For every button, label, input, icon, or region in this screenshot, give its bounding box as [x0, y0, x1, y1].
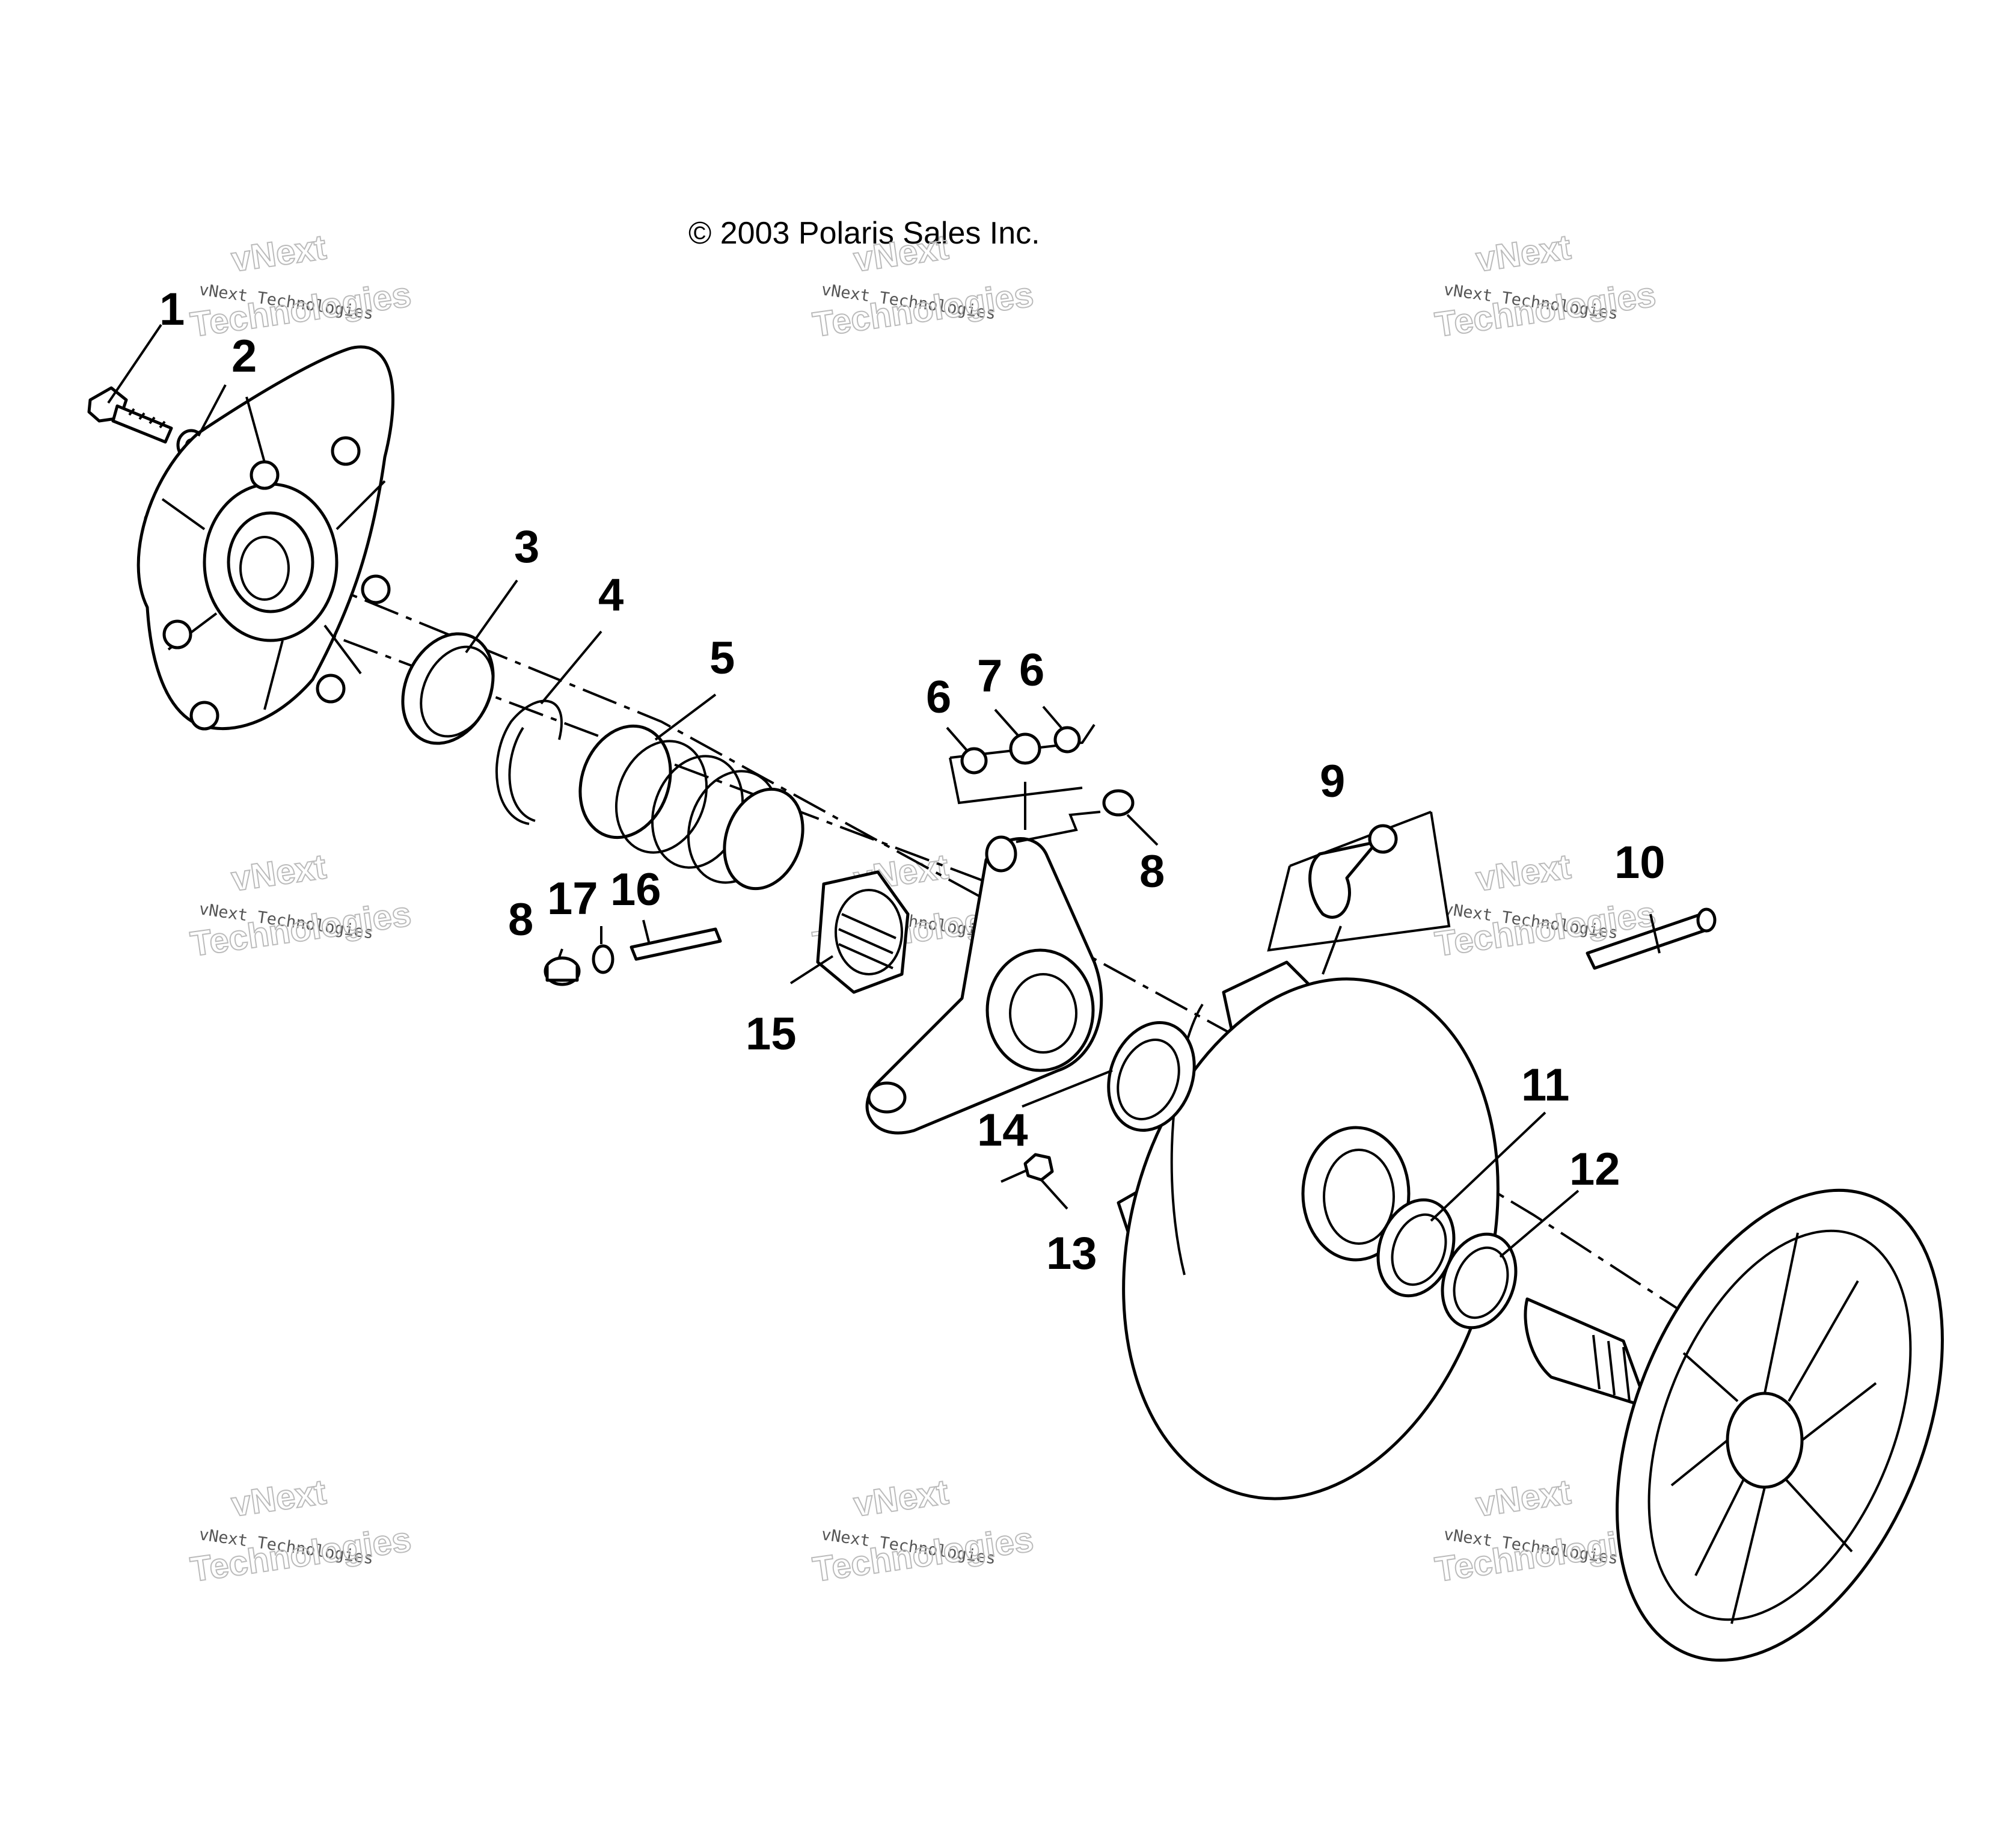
- callout-14: 14: [977, 1105, 1028, 1156]
- callout-15: 15: [746, 1008, 797, 1060]
- snap-ring-part: [495, 699, 563, 825]
- callout-2: 2: [231, 331, 257, 382]
- callout-5: 5: [709, 633, 735, 684]
- copyright-text: © 2003 Polaris Sales Inc.: [688, 216, 1040, 251]
- washer-12-part: [1441, 1232, 1518, 1330]
- watermark-brand: vNext: [229, 1472, 328, 1524]
- bolt-part: [87, 386, 173, 444]
- bushing-part: [401, 632, 495, 745]
- callout-6-left: 6: [926, 672, 951, 723]
- nut-part: [1023, 1153, 1054, 1182]
- callout-8-right: 8: [1139, 846, 1165, 897]
- callout-3: 3: [514, 521, 539, 573]
- callout-8-left: 8: [508, 894, 533, 945]
- cam-part: [816, 870, 910, 994]
- watermark-brand: vNext: [851, 1472, 951, 1524]
- callout-10: 10: [1614, 837, 1666, 888]
- callout-9: 9: [1320, 756, 1345, 807]
- callout-17: 17: [547, 873, 598, 924]
- roller-part-right: [1016, 789, 1135, 843]
- thrust-washer-part: [1107, 1021, 1196, 1132]
- spring-part: [578, 724, 804, 891]
- watermark-mid-left: vNext vNext Technologies Technologies: [188, 846, 414, 965]
- bushing-11-part: [1376, 1198, 1456, 1298]
- moveable-sheave-part: [1117, 960, 1500, 1500]
- watermark-top-left: vNext vNext Technologies Technologies: [188, 227, 414, 345]
- callout-leader-lines: [107, 324, 1661, 1258]
- callout-13: 13: [1046, 1228, 1097, 1279]
- callout-16: 16: [610, 864, 661, 915]
- callout-7: 7: [977, 651, 1002, 702]
- watermark-brand: vNext: [229, 847, 328, 898]
- spider-arm-part: [865, 835, 1103, 1135]
- callout-12: 12: [1569, 1144, 1620, 1195]
- stationary-sheave-part: [1524, 1188, 1944, 1662]
- watermark-brand: vNext: [229, 227, 328, 279]
- callout-6-right: 6: [1019, 645, 1044, 696]
- bracket-detail-box: [1267, 811, 1451, 975]
- roller-part-left: [544, 956, 581, 986]
- callout-1: 1: [159, 284, 185, 335]
- watermark-brand: vNext: [1474, 1472, 1573, 1524]
- watermark-top-right: vNext vNext Technologies Technologies: [1432, 227, 1659, 345]
- pin-16-part: [630, 927, 722, 961]
- watermark-bottom-center: vNext vNext Technologies Technologies: [810, 1472, 1037, 1590]
- callout-4: 4: [598, 569, 624, 621]
- cover-plate-part: [136, 345, 394, 731]
- shaft-pin-part: [1586, 907, 1717, 970]
- washer-17-part: [592, 944, 614, 974]
- watermark-brand: vNext: [1474, 227, 1573, 279]
- watermark-brand: vNext: [1474, 847, 1573, 898]
- washer-detail-box: [949, 723, 1096, 830]
- callout-11: 11: [1521, 1060, 1569, 1111]
- watermark-bottom-left: vNext vNext Technologies Technologies: [188, 1472, 414, 1590]
